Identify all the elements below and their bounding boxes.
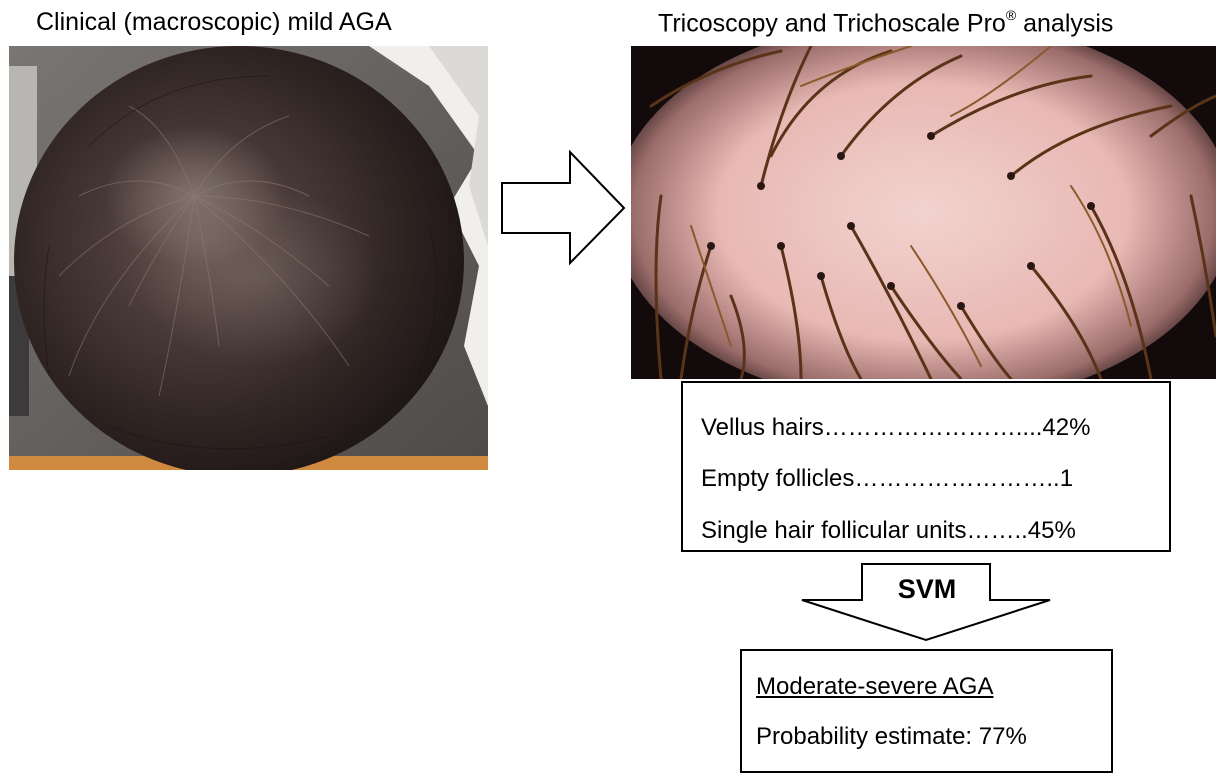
clinical-title: Clinical (macroscopic) mild AGA [36, 10, 392, 35]
trichoscopy-title: Tricoscopy and Trichoscale Pro® analysis [658, 10, 1113, 36]
trichoscopy-title-main: Tricoscopy and Trichoscale Pro [658, 9, 1006, 37]
svm-label: SVM [868, 576, 986, 603]
clinical-scalp-photo [9, 46, 488, 470]
result-probability: Probability estimate: 77% [756, 725, 1027, 749]
metric-vellus-hairs: Vellus hairs……………………....42% [701, 416, 1090, 440]
trichoscopy-illustration [631, 46, 1216, 379]
result-diagnosis: Moderate-severe AGA [756, 675, 993, 699]
metric-empty-follicles: Empty follicles……………………..1 [701, 467, 1073, 491]
trichoscopy-photo [631, 46, 1216, 379]
registered-mark: ® [1006, 7, 1016, 23]
metric-single-hair-units: Single hair follicular units……..45% [701, 519, 1076, 543]
trichoscale-metrics-box: Vellus hairs……………………....42% Empty follic… [681, 381, 1171, 552]
result-box: Moderate-severe AGA Probability estimate… [740, 649, 1113, 773]
clinical-scalp-illustration [9, 46, 488, 470]
right-arrow [500, 150, 628, 266]
trichoscopy-title-tail: analysis [1016, 9, 1113, 37]
